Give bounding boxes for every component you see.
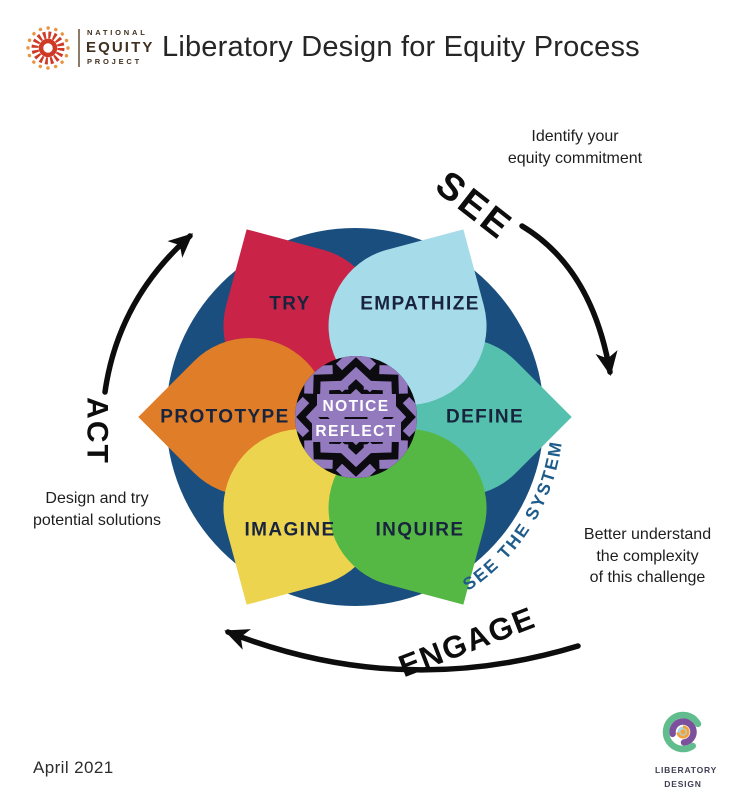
nep-logo-line-equity: EQUITY xyxy=(86,38,155,56)
act-arrow xyxy=(102,233,194,395)
reflect-chip xyxy=(312,419,401,442)
reflect-label: REFLECT xyxy=(315,423,396,440)
petal-label-inquire: INQUIRE xyxy=(376,520,465,541)
phase-label-act: ACT xyxy=(81,397,114,465)
nep-sunburst-icon xyxy=(26,26,70,70)
petal-label-empathize: EMPATHIZE xyxy=(360,294,480,315)
ld-logo-label-2: DESIGN xyxy=(664,779,702,790)
notice-label: NOTICE xyxy=(323,398,390,415)
annotation-better-understand: Better understand the complexity of this… xyxy=(583,526,712,586)
petal-label-imagine: IMAGINE xyxy=(244,520,335,541)
nep-logo-line-national: NATIONAL xyxy=(87,28,148,37)
annotation-design-solutions: Design and try potential solutions xyxy=(32,490,162,529)
annotation-identify-commitment: Identify your equity commitment xyxy=(507,128,643,167)
nep-logo-separator xyxy=(78,29,80,67)
page-title: Liberatory Design for Equity Process xyxy=(162,31,640,63)
nep-logo-text: NATIONAL EQUITY PROJECT xyxy=(86,29,154,68)
ld-logo-icon xyxy=(662,711,704,753)
nep-logo-line-project: PROJECT xyxy=(87,56,143,66)
petal-label-try: TRY xyxy=(269,294,311,315)
liberatory-design-logo: LIBERATORY DESIGN xyxy=(655,710,718,792)
petal-label-prototype: PROTOTYPE xyxy=(160,407,289,428)
date-label: April 2021 xyxy=(33,758,114,777)
see-arrow xyxy=(519,223,618,376)
notice-chip xyxy=(317,394,396,417)
petal-label-define: DEFINE xyxy=(446,407,524,428)
phase-label-engage: ENGAGE xyxy=(394,600,540,684)
ld-logo-label-1: LIBERATORY xyxy=(655,765,718,775)
engage-arrow xyxy=(224,629,581,673)
